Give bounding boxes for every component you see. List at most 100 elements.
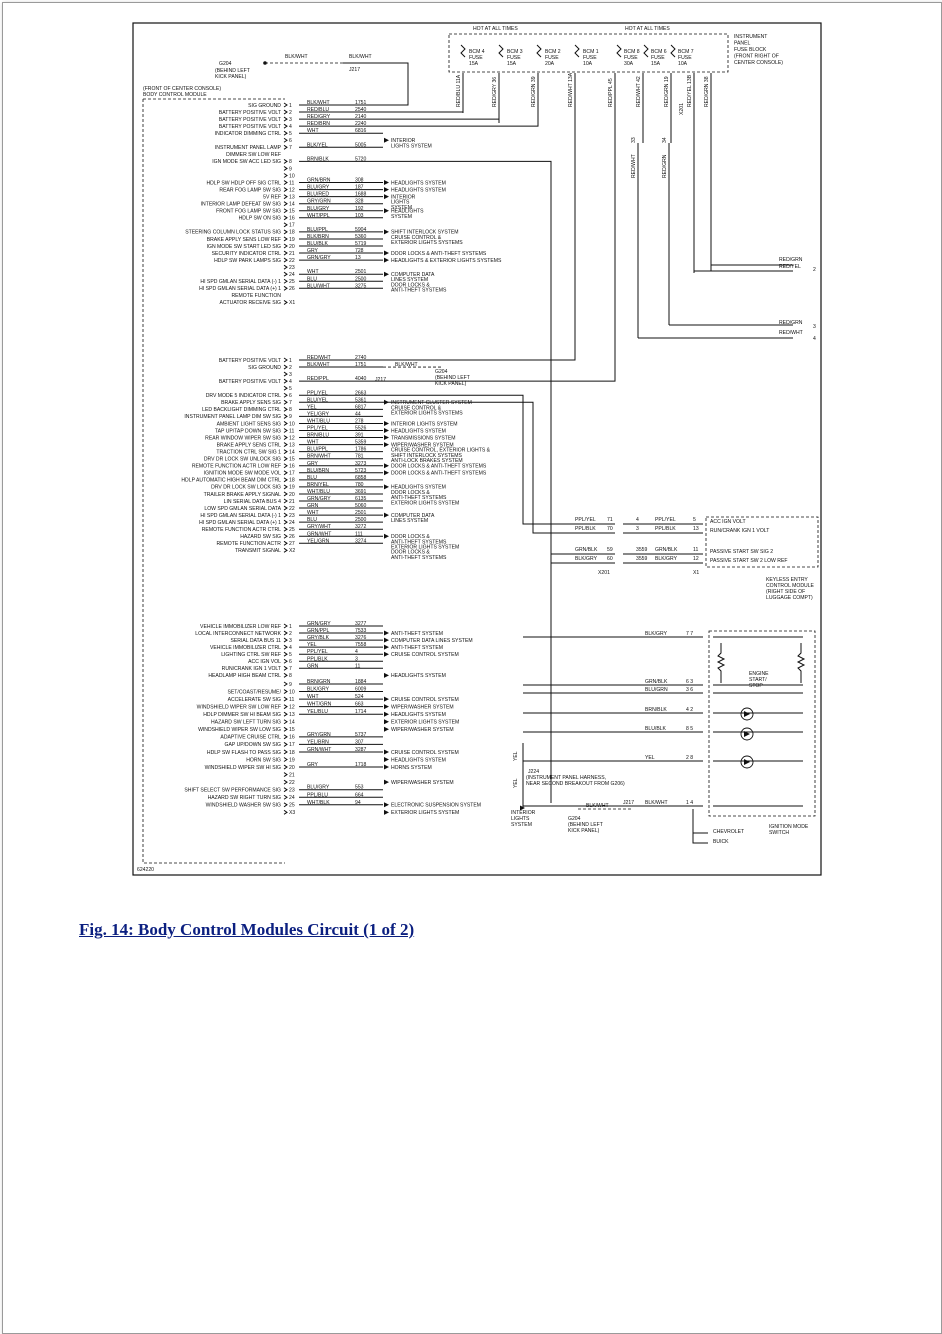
connector-pin: 9	[289, 166, 292, 172]
connector-pin: 5	[289, 652, 292, 658]
connector-pin: 6	[289, 393, 292, 399]
circuit-number: 663	[355, 702, 364, 708]
connector-chevron	[283, 779, 288, 785]
connector-chevron	[283, 364, 288, 370]
pin-function-label: HI SPD GMLAN SERIAL DATA (-) 1	[200, 279, 281, 285]
connector-pin: 12	[693, 556, 699, 562]
connector-pin: 4	[289, 379, 292, 385]
connector-pin: 7	[289, 666, 292, 672]
connector-chevron	[283, 526, 288, 532]
connector-pin: 17	[289, 742, 295, 748]
circuit-number: 5005	[355, 142, 366, 148]
fuse-wire-label: RED/WHT 42	[636, 76, 642, 107]
circuit-number: 5060	[355, 503, 366, 509]
pin-function-label: BATTERY POSITIVE VOLT	[219, 358, 281, 364]
connector-chevron	[283, 123, 288, 129]
circuit-number: 524	[355, 694, 364, 700]
connector-chevron	[283, 421, 288, 426]
pin-function-label: HORN SW SIG	[246, 757, 281, 763]
connector-chevron	[283, 229, 288, 235]
wire-color-label: GRY/GRN	[307, 199, 331, 205]
connector-pin: 23	[289, 788, 295, 794]
ground-location: KICK PANEL)	[435, 381, 467, 387]
fuse-rating: 10A	[583, 61, 593, 67]
connector-pin: 2	[289, 631, 292, 637]
fuse-wire-label: RED/GRN 19	[664, 76, 670, 107]
destination-system: CRUISE CONTROL SYSTEM	[391, 750, 459, 756]
circuit-number: 5361	[355, 397, 366, 403]
connector-pin: 5	[289, 131, 292, 137]
connector-pin: 23	[289, 265, 295, 271]
destination-system: INSTRUMENT CLUSTER SYSTEM	[391, 400, 472, 406]
circuit-number: 7533	[355, 628, 366, 634]
ignition-mode-switch-label: IGNITION MODE	[769, 824, 809, 830]
connector-pin: 3559	[636, 556, 647, 562]
circuit-number: 728	[355, 248, 364, 254]
fuse-label: FUSE	[678, 55, 692, 61]
wire-color-label: BLK/WHT	[349, 54, 372, 60]
led-indicator-icon	[740, 707, 754, 721]
circuit-number: 1751	[355, 362, 366, 368]
wire-color-label: BLU/BLK	[645, 726, 667, 732]
destination-system: HEADLIGHTS SYSTEM	[391, 187, 446, 193]
connector-chevron	[283, 144, 288, 150]
connector-chevron	[283, 794, 288, 800]
connector-pin: 3	[636, 526, 639, 532]
wire-color-label: WHT	[307, 510, 319, 516]
connector-chevron	[283, 264, 288, 270]
destination-system: WIPER/WASHER SYSTEM	[391, 704, 454, 710]
wire-color-label: GRN/PPL	[307, 628, 330, 634]
wire-color-label: BLK/GRY	[655, 556, 678, 562]
connector-pin: 12	[289, 187, 295, 193]
pin-function-label: WINDSHIELD WIPER SW HI SIG	[205, 765, 281, 771]
connector-pin: 3	[289, 117, 292, 123]
destination-system: CRUISE CONTROL &	[391, 235, 442, 241]
wire-color-label: RED/BRN	[307, 121, 330, 127]
figure-caption[interactable]: Fig. 14: Body Control Modules Circuit (1…	[79, 920, 415, 939]
pin-function-label: HDLP SW ON SIG	[239, 216, 281, 222]
connector-pin: 18	[289, 230, 295, 236]
arrow-head	[384, 194, 389, 200]
circuit-number: 5737	[355, 732, 366, 738]
connector-chevron	[283, 505, 288, 511]
connector-pin: 9	[289, 414, 292, 420]
fuse-label: FUSE	[583, 55, 597, 61]
connector-pin: 9	[289, 682, 292, 688]
connector-pin: 1	[289, 103, 292, 109]
connector-pin: 4	[289, 124, 292, 130]
connector-pin: 24	[289, 520, 295, 526]
wire-color-label: RED/PPL	[307, 376, 329, 382]
fuse-wire-label: RED/WHT 13A	[568, 72, 574, 107]
circuit-number: 6009	[355, 687, 366, 693]
wire-color-label: PPL/BLK	[655, 526, 676, 532]
circuit-number: 278	[355, 418, 364, 424]
wire-color-label: GRN/GRY	[307, 255, 331, 261]
destination-system: HORNS SYSTEM	[391, 765, 432, 771]
wire-color-label: BLU	[307, 517, 317, 523]
fuse-wire-label: RED/BLU 11A	[456, 74, 462, 107]
wire-color-label: WHT/BLU	[307, 489, 330, 495]
fuse-rating: 30A	[624, 61, 634, 67]
destination-system: TRANSMISSIONS SYSTEM	[391, 435, 456, 441]
connector-pin: 19	[289, 757, 295, 763]
fuse-block-label: INSTRUMENT	[734, 34, 767, 40]
pin-function-label: VEHICLE IMMOBILIZER LOW REF	[200, 624, 281, 630]
wire-color-label: RED/BLU	[307, 107, 329, 113]
resistor-symbol	[796, 643, 806, 683]
connector-chevron	[283, 385, 288, 391]
wire-color-label: GRY/GRN	[307, 732, 331, 738]
connector-pin: 3	[289, 372, 292, 378]
wire-color-label: WHT	[307, 440, 319, 446]
connector-pin: X2	[289, 548, 295, 554]
circuit-number: 3276	[355, 635, 366, 641]
splice-label: J224	[528, 769, 539, 775]
connector-pin: 5	[693, 517, 696, 523]
destination-system: HEADLIGHTS SYSTEM	[391, 673, 446, 679]
connector-pin: 33	[631, 137, 637, 143]
connector-pin: 18	[289, 750, 295, 756]
wire-color-label: BLK/GRY	[575, 556, 598, 562]
connector-pin: 13	[289, 442, 295, 448]
pin-function-label: LED BACKLIGHT DIMMING CTRL	[202, 407, 281, 413]
connector-chevron	[283, 741, 288, 747]
pin-function-label: SIG GROUND	[248, 365, 281, 371]
